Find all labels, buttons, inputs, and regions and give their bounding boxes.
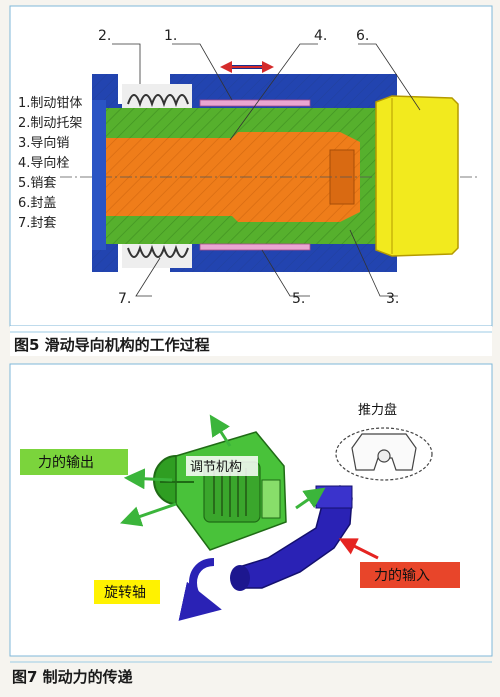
callout-3: 3. — [386, 291, 399, 307]
input-label: 力的输入 — [374, 568, 430, 584]
callout-7: 7. — [118, 291, 131, 307]
callout-4: 4. — [314, 28, 327, 44]
legend-item: 3.导向销 — [18, 135, 69, 151]
shaft-label-box — [94, 580, 160, 604]
input-label-box — [360, 562, 460, 588]
legend-item: 1.制动钳体 — [18, 96, 82, 111]
figure-7-caption: 图7 制动力的传递 — [12, 668, 133, 686]
output-arrow — [123, 468, 173, 490]
figure-7-force-transmission: 力的输出 旋转轴 力的输入 调节机构 推力盘 图7 制动力的传递 — [9, 363, 493, 686]
legend-item: 6.封盖 — [18, 196, 56, 211]
shaft-label: 旋转轴 — [104, 585, 146, 601]
parts-legend: 1.制动钳体 2.制动托架 3.导向销 4.导向栓 5.销套 6.封盖 7.封套 — [18, 96, 82, 231]
caliper-flange-left — [92, 100, 106, 250]
rotation-arrow — [178, 558, 222, 621]
figure-5-caption: 图5 滑动导向机构的工作过程 — [14, 336, 210, 354]
output-label-box — [20, 449, 128, 475]
output-arrow — [120, 502, 177, 527]
legend-item: 5.销套 — [18, 175, 56, 191]
figure-5-sliding-guide-diagram: 2. 1. 4. 6. 7. 5. 3. 1.制动钳体 2.制动托架 3.导向销… — [9, 5, 493, 356]
callout-6: 6. — [356, 28, 369, 44]
legend-item: 4.导向栓 — [18, 155, 69, 171]
movement-double-arrow — [220, 61, 274, 73]
callout-5: 5. — [292, 291, 305, 307]
output-label: 力的输出 — [38, 455, 94, 471]
thrust-plate — [335, 427, 433, 481]
adjust-label-box — [186, 456, 258, 476]
legend-item: 7.封套 — [18, 215, 56, 231]
thrust-plate-label: 推力盘 — [358, 402, 397, 418]
output-arrow — [295, 487, 326, 510]
legend-item: 2.制动托架 — [18, 116, 82, 131]
adjust-label: 调节机构 — [190, 460, 242, 475]
boot-bellows — [122, 84, 192, 268]
output-arrow — [209, 414, 232, 447]
callout-2: 2. — [98, 28, 111, 44]
yellow-cap — [375, 95, 459, 257]
callout-1: 1. — [164, 28, 177, 44]
input-arrow — [338, 538, 379, 560]
